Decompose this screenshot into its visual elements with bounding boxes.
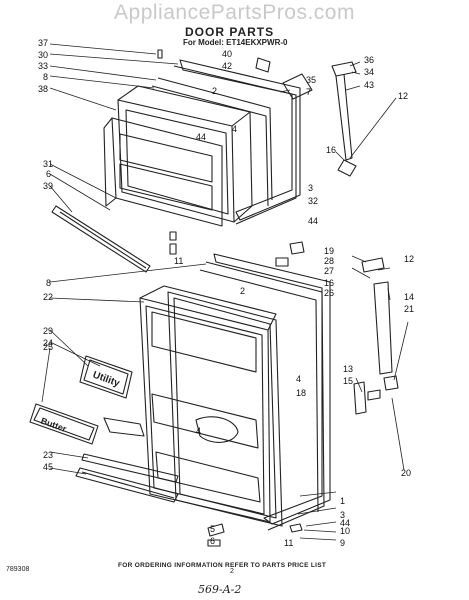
- fresh-food-door-outer: [199, 253, 331, 531]
- callout-20: 20: [401, 468, 411, 478]
- utility-shelf-cover: [79, 355, 133, 399]
- callout-24: 24: [43, 338, 53, 348]
- callout-13: 13: [343, 364, 353, 374]
- callout-30: 30: [38, 50, 48, 60]
- door-stop-top: [255, 57, 313, 100]
- document-number: 789308: [6, 566, 30, 573]
- callout-9: 9: [340, 538, 345, 548]
- callout-4: 4: [296, 374, 301, 384]
- freezer-shelf-rail: [51, 205, 151, 273]
- callout-44: 44: [308, 216, 318, 226]
- callout-40: 40: [222, 49, 232, 59]
- callout-15: 15: [343, 376, 353, 386]
- fresh-food-gasket: [167, 291, 283, 527]
- callout-12: 12: [398, 91, 408, 101]
- handwritten-note: 569-A-2: [198, 583, 242, 596]
- callout-8: 8: [43, 72, 48, 82]
- callout-5: 5: [210, 524, 215, 534]
- callout-45: 45: [43, 462, 53, 472]
- callout-44: 44: [196, 132, 206, 142]
- hinge-top-right: [331, 61, 357, 177]
- callout-14: 14: [404, 292, 414, 302]
- bottom-hinge-parts: [207, 523, 303, 547]
- callout-32: 32: [308, 196, 318, 206]
- callout-29: 29: [43, 326, 53, 336]
- butter-tray: [103, 417, 145, 437]
- fresh-food-liner: [139, 285, 277, 523]
- callout-39: 39: [43, 181, 53, 191]
- callout-10: 10: [340, 526, 350, 536]
- callout-1: 1: [340, 496, 345, 506]
- callout-26: 26: [324, 288, 334, 298]
- callout-21: 21: [404, 304, 414, 314]
- callout-25: 25: [43, 342, 53, 352]
- callout-6: 6: [210, 536, 215, 546]
- utility-label: Utility: [91, 370, 121, 390]
- callout-11: 11: [284, 538, 293, 548]
- callout-3: 3: [340, 510, 345, 520]
- callout-18: 18: [296, 388, 306, 398]
- callout-16: 16: [326, 145, 336, 155]
- callout-4: 4: [232, 124, 237, 134]
- diagram-title: DOOR PARTS: [185, 25, 275, 39]
- callout-16: 16: [324, 278, 334, 288]
- cam-part-lower: [169, 243, 177, 255]
- callout-37: 37: [38, 38, 48, 48]
- callout-8: 8: [46, 278, 51, 288]
- callout-27: 27: [324, 266, 334, 276]
- callout-6: 6: [46, 169, 51, 179]
- screw-top-left: [157, 49, 163, 59]
- callout-35: 35: [306, 75, 316, 85]
- callout-33: 33: [38, 61, 48, 71]
- freezer-door-panel: [117, 85, 253, 223]
- callout-12: 12: [404, 254, 414, 264]
- freezer-door-liner: [103, 117, 223, 227]
- model-line: For Model: ET14EKXPWR-0: [183, 38, 288, 47]
- callout-23: 23: [43, 450, 53, 460]
- cam-part: [169, 231, 177, 241]
- callout-38: 38: [38, 84, 48, 94]
- callout-4: 4: [196, 426, 201, 436]
- callout-2: 2: [212, 86, 217, 96]
- hinge-lower-right: [361, 257, 399, 391]
- butter-label: Butter: [39, 416, 68, 435]
- callout-34: 34: [364, 67, 374, 77]
- butter-shelf-cover: [29, 403, 99, 445]
- callout-19: 19: [324, 246, 334, 256]
- freezer-door-gasket: [151, 59, 301, 225]
- callout-22: 22: [43, 292, 53, 302]
- callout-36: 36: [364, 55, 374, 65]
- callout-3: 3: [308, 183, 313, 193]
- callout-42: 42: [222, 61, 232, 71]
- callout-11: 11: [174, 256, 183, 266]
- callout-44: 44: [340, 518, 350, 528]
- door-stop-lower: [275, 241, 381, 415]
- callout-43: 43: [364, 80, 374, 90]
- watermark: AppliancePartsPros.com: [114, 1, 355, 24]
- ordering-note: FOR ORDERING INFORMATION REFER TO PARTS …: [118, 562, 327, 569]
- callout-numbers: 3730338383163982229242523453634431216332…: [38, 38, 414, 548]
- callout-28: 28: [324, 256, 334, 266]
- page-number: 2: [230, 568, 234, 575]
- callout-2: 2: [240, 286, 245, 296]
- callout-31: 31: [43, 159, 53, 169]
- door-bottom-rails: [75, 453, 179, 503]
- callout-7: 7: [306, 87, 311, 97]
